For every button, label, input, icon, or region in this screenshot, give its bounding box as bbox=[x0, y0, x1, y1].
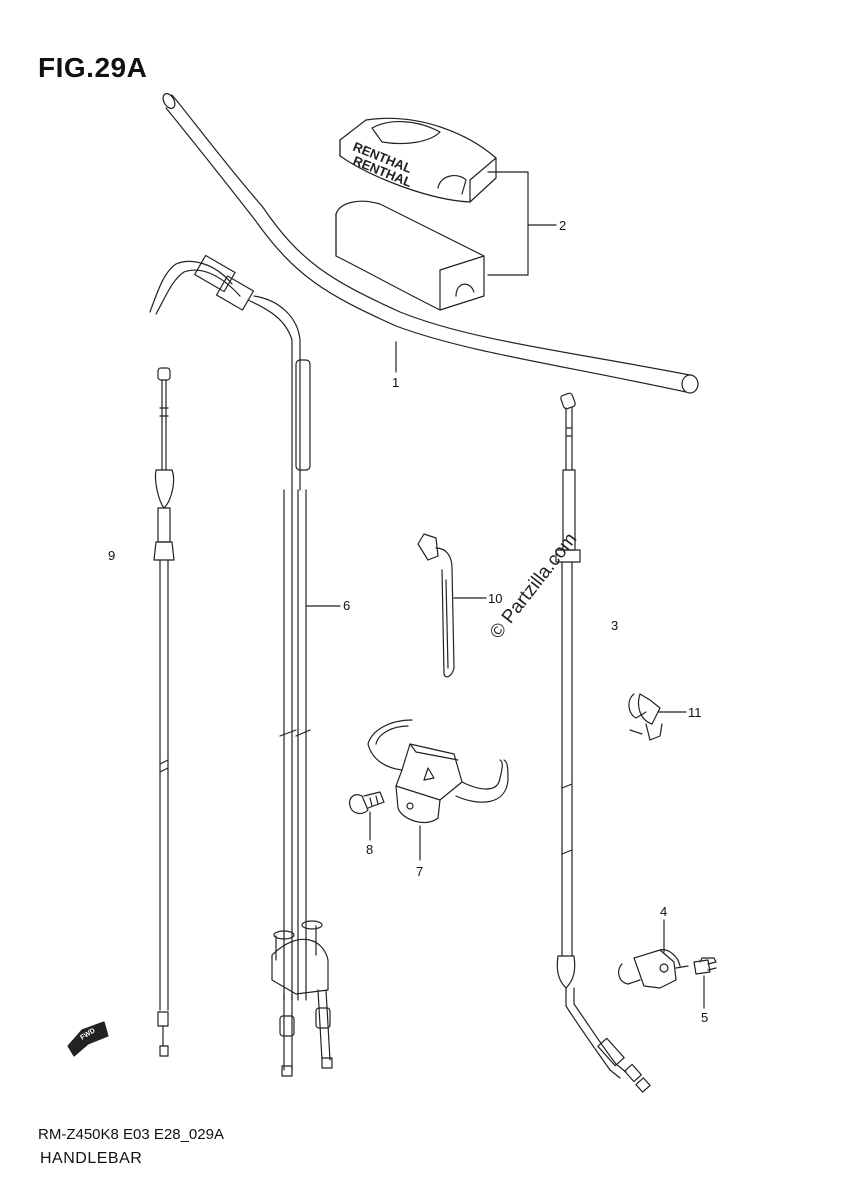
model-code: RM-Z450K8 E03 E28_029A bbox=[38, 1126, 224, 1143]
renthal-logo: RENTHAL RENTHAL bbox=[351, 139, 414, 190]
callout-7: 7 bbox=[416, 864, 424, 879]
hot-start-cable-part[interactable] bbox=[153, 367, 175, 1057]
figure-title: FIG.29A bbox=[38, 52, 148, 83]
handlebar-part[interactable] bbox=[161, 92, 699, 394]
section-name: HANDLEBAR bbox=[40, 1150, 143, 1167]
callout-3: 3 bbox=[611, 618, 619, 633]
cable-clamp-part[interactable] bbox=[628, 693, 663, 741]
callout-5: 5 bbox=[701, 1010, 709, 1025]
cable-bracket-part[interactable] bbox=[367, 719, 509, 823]
callout-8: 8 bbox=[366, 842, 374, 857]
callout-9: 9 bbox=[108, 548, 116, 563]
callout-6: 6 bbox=[343, 598, 351, 613]
screw-5-part[interactable] bbox=[693, 957, 717, 975]
callout-11: 11 bbox=[688, 705, 702, 720]
callout-4: 4 bbox=[660, 904, 668, 919]
callout-1: 1 bbox=[392, 375, 400, 390]
callout-10: 10 bbox=[488, 591, 503, 606]
callout-2-bracket bbox=[487, 171, 557, 276]
fwd-arrow-icon bbox=[67, 1021, 109, 1057]
throttle-cable-part[interactable] bbox=[149, 254, 333, 1077]
callout-2: 2 bbox=[559, 218, 567, 233]
wiring-clamp-part[interactable] bbox=[417, 533, 455, 678]
handlebar-pad-part[interactable] bbox=[335, 117, 497, 311]
lever-holder-part[interactable] bbox=[618, 949, 689, 989]
clutch-cable-part[interactable] bbox=[555, 392, 651, 1093]
bolt-8-part[interactable] bbox=[349, 791, 385, 815]
